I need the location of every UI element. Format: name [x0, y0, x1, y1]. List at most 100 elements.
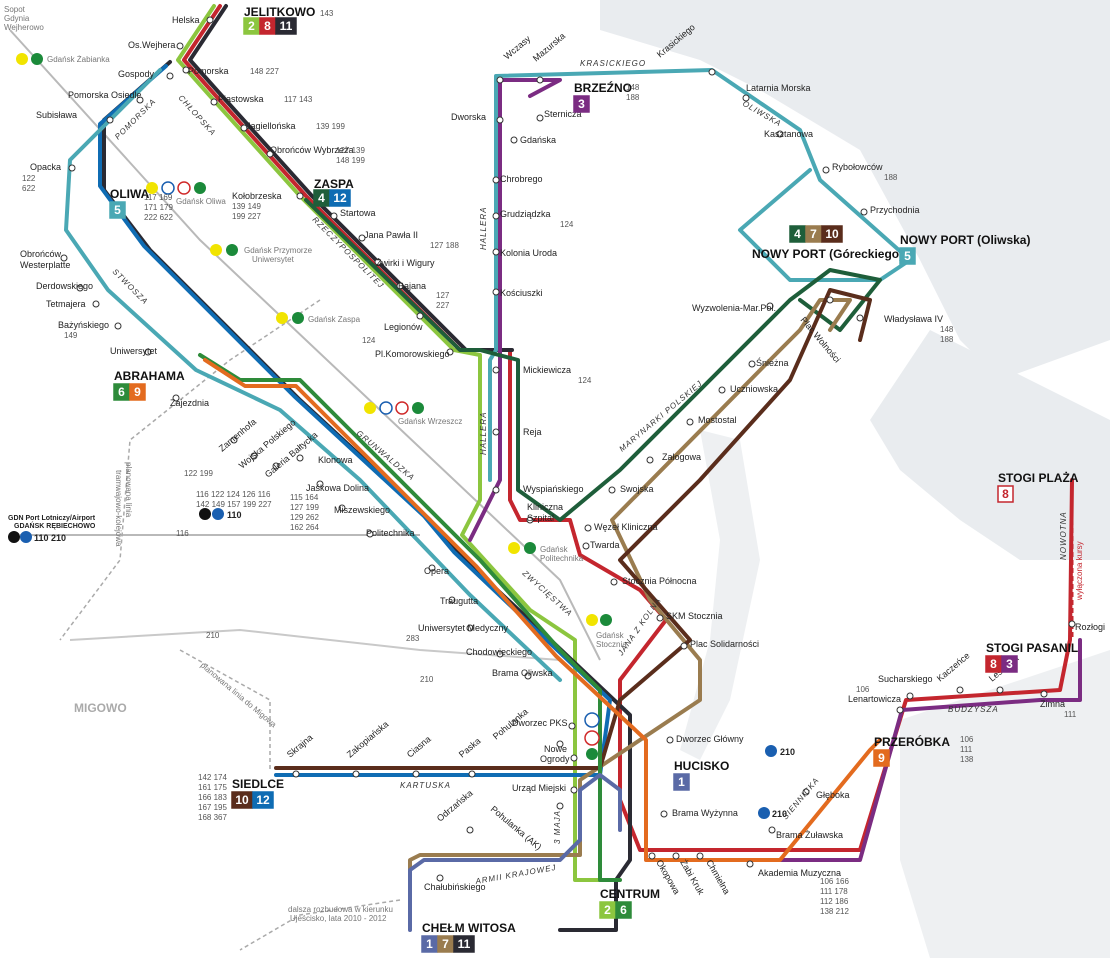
stop-sniezna: Śnieżna	[756, 357, 789, 368]
bus-bajana-2: 227	[436, 301, 450, 310]
skm-stocznia-1: Gdańsk	[596, 631, 625, 640]
tram-stop	[416, 312, 424, 320]
line-badge-9	[873, 749, 890, 767]
tram-stop	[680, 642, 688, 650]
stop-akademia: Akademia Muzyczna	[758, 868, 841, 878]
line-badge-11	[453, 935, 475, 953]
stop-twarda: Twarda	[590, 540, 620, 550]
tram-lines	[64, 4, 1082, 932]
terminus-bus: 148	[626, 83, 640, 92]
stop-odrzanska: Odrzańska	[435, 788, 475, 824]
street-hallera-2: HALLERA	[479, 412, 488, 455]
tram-line-5	[64, 68, 912, 682]
airport-icon	[199, 508, 211, 520]
bus-zamen-2: 142 149 157 199 227	[196, 500, 272, 509]
line-badge-number: 11	[280, 19, 293, 33]
bus-akademia-2: 111 178	[820, 887, 848, 896]
stop-derdowskiego: Derdowskiego	[36, 281, 93, 291]
water-motlawa	[680, 430, 760, 760]
bus-lenartowicza: 106	[856, 685, 870, 694]
tram-stop	[856, 314, 864, 322]
line-badge-1	[421, 935, 438, 953]
tram-stop	[648, 852, 656, 860]
tram-stop	[448, 596, 456, 604]
stop-reja: Reja	[523, 427, 542, 437]
bus-labels: 148 227 117 143 139 199 127 139 148 199 …	[22, 67, 1077, 916]
tram-stop	[582, 542, 590, 550]
street-nowotna: NOWOTNA	[1059, 511, 1068, 560]
street-kartuska: KARTUSKA	[400, 781, 451, 790]
bus-jana-pawla: 127 188	[430, 241, 459, 250]
terminus-name: ZASPA	[314, 177, 354, 191]
skm-przymorze-1: Gdańsk Przymorze	[244, 246, 313, 255]
skm-zabianka: Gdańsk Żabianka	[47, 55, 110, 64]
skm-oliwa: Gdańsk Oliwa	[176, 197, 226, 206]
tram-stop	[526, 516, 534, 524]
tram-stop	[956, 686, 964, 694]
tram-stop	[166, 72, 174, 80]
water-port-channel	[870, 330, 1110, 560]
line-badge-number: 5	[114, 203, 121, 217]
line-badge-3	[1001, 655, 1018, 673]
tram-stop	[68, 164, 76, 172]
tram-stop	[492, 486, 500, 494]
skm-icon	[226, 244, 238, 256]
stop-swojska: Swojska	[620, 484, 654, 494]
train-icon	[210, 244, 222, 256]
skm-icon	[600, 614, 612, 626]
stop-skrajna: Skrajna	[285, 732, 315, 759]
stop-plac-solidarnosci: Plac Solidarności	[690, 639, 759, 649]
stop-klonowa: Klonowa	[318, 455, 353, 465]
tram-stop	[656, 614, 664, 622]
tram-stop	[666, 736, 674, 744]
line-badge-number: 10	[235, 793, 249, 807]
tram-stop	[492, 176, 500, 184]
stop-chmielna: Chmielna	[704, 858, 732, 896]
regional-rail-icon	[395, 401, 409, 415]
planned-ujescisko	[239, 899, 401, 951]
tram-stop	[524, 672, 532, 680]
line-badge-4	[789, 225, 806, 243]
line-badge-number: 1	[678, 775, 685, 789]
skm-wrzeszcz: Gdańsk Wrzeszcz	[398, 417, 462, 426]
bus-wladyslawa-1: 148	[940, 325, 954, 334]
tram-line-1	[408, 773, 622, 932]
stop-mazurska: Mazurska	[531, 31, 567, 64]
line-badge-6	[113, 383, 130, 401]
terminus-name: JELITKOWO	[244, 5, 315, 19]
tram-stop	[496, 650, 504, 658]
train-icon	[364, 402, 376, 414]
tram-stop	[496, 76, 504, 84]
tram-stop	[412, 770, 420, 778]
stop-rybolowcow: Rybołowców	[832, 162, 883, 172]
regional-rail-icon	[177, 181, 191, 195]
tram-stop	[672, 852, 680, 860]
stop-dworzec-pks: Dworzec PKS	[512, 718, 568, 728]
stop-stocznia-polnocna: Stocznia Północna	[622, 576, 697, 586]
stop-uniwersytet: Uniwersytet	[110, 346, 158, 356]
bus-brama: 210	[772, 809, 787, 819]
tram-stop	[646, 456, 654, 464]
stop-zakopianska: Zakopiańska	[345, 719, 391, 759]
tram-stop	[374, 258, 382, 266]
tram-stop	[272, 462, 280, 470]
line-badge-8	[985, 655, 1002, 673]
terminus-name: NOWY PORT (Góreckiego)	[752, 247, 903, 261]
corner-note-3: Wejherowo	[4, 23, 44, 32]
line-badge-number: 3	[1006, 657, 1013, 671]
line-badge-1	[673, 773, 690, 791]
bus-jaskowa-3: 129 262	[290, 513, 319, 522]
stop-urzad-miejski: Urząd Miejski	[512, 783, 566, 793]
line-badge-number: 4	[794, 227, 801, 241]
line-badge-number: 2	[604, 903, 611, 917]
stop-uniwersytet-medyczny: Uniwersytet Medyczny	[418, 623, 509, 633]
bus-grudziadzka: 124	[560, 220, 574, 229]
tram-stop	[802, 788, 810, 796]
terminus-bus: 143	[320, 9, 334, 18]
terminus-bus: 171 179	[144, 203, 173, 212]
